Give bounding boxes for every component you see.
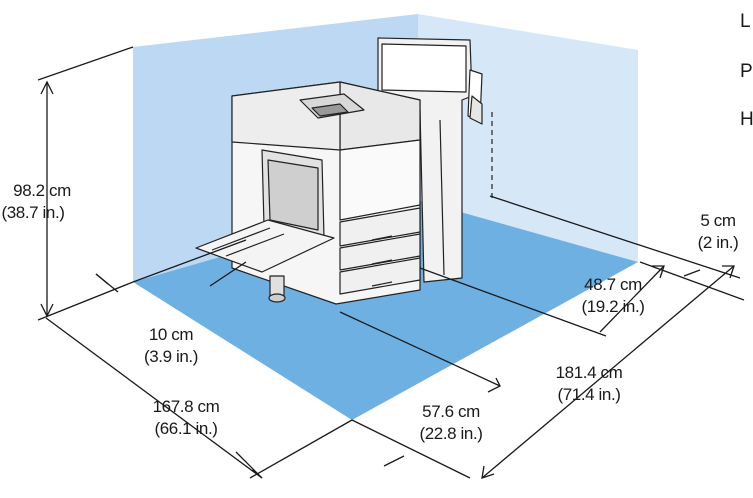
dimension-lines: [37, 46, 745, 479]
back-clearance-metric-label: 5 cm: [700, 211, 735, 230]
printer-depth-metric-label: 57.6 cm: [422, 402, 480, 421]
height-imperial-label: (38.7 in.): [1, 203, 64, 222]
finisher-depth-metric-label: 48.7 cm: [584, 275, 642, 294]
printer-illustration: [195, 37, 483, 305]
total-width-imperial-label: (71.4 in.): [557, 385, 620, 404]
side-clearance-metric-label: 10 cm: [149, 325, 194, 344]
finisher-depth-imperial-label: (19.2 in.): [581, 297, 644, 316]
total-depth-metric-label: 167.8 cm: [153, 397, 220, 416]
printer-depth-imperial-label: (22.8 in.): [419, 424, 482, 443]
height-metric-label: 98.2 cm: [13, 181, 71, 200]
total-depth-imperial-label: (66.1 in.): [154, 419, 217, 438]
back-clearance-imperial-label: (2 in.): [698, 233, 739, 252]
side-text-l: L: [740, 11, 751, 32]
side-clearance-imperial-label: (3.9 in.): [144, 347, 198, 366]
side-text-h: H: [740, 109, 753, 130]
side-text-p: P: [740, 61, 753, 82]
total-width-metric-label: 181.4 cm: [556, 363, 623, 382]
